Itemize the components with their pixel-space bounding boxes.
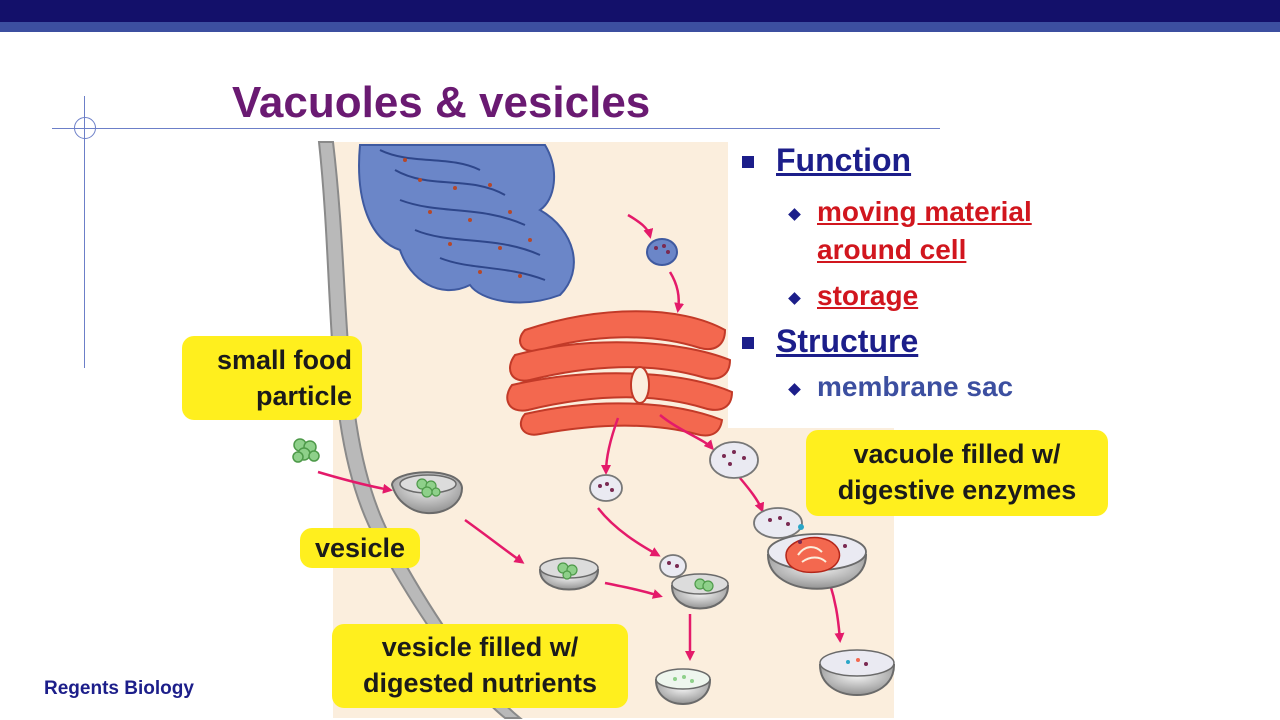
top-bar bbox=[0, 0, 1280, 22]
food-particle bbox=[292, 438, 320, 463]
label-vesicle-filled-nutrients: vesicle filled w/ digested nutrients bbox=[332, 624, 628, 708]
nutrient-vesicle bbox=[654, 668, 712, 705]
square-bullet-icon bbox=[742, 156, 754, 168]
diamond-bullet-icon bbox=[788, 292, 801, 305]
bullet-storage: storage bbox=[788, 277, 1108, 315]
diamond-bullet-icon bbox=[788, 383, 801, 396]
golgi-apparatus bbox=[506, 310, 734, 437]
top-bar-stripe bbox=[0, 22, 1280, 32]
transport-vesicle bbox=[646, 238, 678, 266]
lysosome-dots bbox=[598, 450, 746, 492]
function-item-1-line-2: around cell bbox=[817, 234, 967, 265]
final-vacuole bbox=[818, 649, 896, 696]
function-heading: Function bbox=[776, 142, 912, 178]
footer-text: Regents Biology bbox=[44, 678, 194, 699]
ribosome-dots bbox=[403, 158, 532, 278]
golgi-opening bbox=[630, 366, 650, 404]
structure-heading: Structure bbox=[776, 323, 919, 359]
lysosome-small bbox=[589, 441, 759, 502]
function-item-1-line-1: moving material bbox=[817, 196, 1032, 227]
forming-vesicle bbox=[390, 471, 464, 515]
label-vacuole-filled-enzymes: vacuole filled w/ digestive enzymes bbox=[806, 430, 1108, 516]
label-nutrients-line-1: vesicle filled w/ bbox=[381, 632, 579, 662]
label-vesicle: vesicle bbox=[300, 528, 420, 568]
label-small-food-particle: small food particle bbox=[182, 336, 362, 420]
function-item-2: storage bbox=[817, 280, 919, 311]
label-vesicle-text: vesicle bbox=[314, 533, 406, 563]
slide-title: Vacuoles & vesicles bbox=[232, 78, 651, 127]
guide-vertical-line bbox=[84, 96, 85, 368]
guide-horizontal-line bbox=[52, 128, 940, 129]
rough-er bbox=[358, 144, 575, 304]
label-enzymes-line-2: digestive enzymes bbox=[837, 475, 1077, 505]
digestive-vacuole bbox=[753, 507, 868, 590]
bullet-structure: Structure bbox=[728, 323, 1108, 360]
square-bullet-icon bbox=[742, 337, 754, 349]
fusing-vesicles bbox=[659, 554, 730, 610]
diamond-bullet-icon bbox=[788, 208, 801, 221]
food-vesicle bbox=[538, 557, 600, 591]
bullet-function: Function bbox=[728, 142, 1108, 179]
guide-circle bbox=[74, 117, 96, 139]
label-enzymes-line-1: vacuole filled w/ bbox=[853, 439, 1061, 469]
label-nutrients-line-2: digested nutrients bbox=[362, 668, 598, 698]
label-small-food-line-2: particle bbox=[255, 381, 352, 411]
bullet-moving-material: moving material around cell bbox=[788, 193, 1108, 269]
structure-item-1: membrane sac bbox=[817, 371, 1014, 402]
bullet-membrane-sac: membrane sac bbox=[788, 368, 1108, 406]
arrows bbox=[317, 213, 845, 661]
label-small-food-line-1: small food bbox=[216, 345, 352, 375]
bullet-list: Function moving material around cell sto… bbox=[728, 142, 1108, 406]
